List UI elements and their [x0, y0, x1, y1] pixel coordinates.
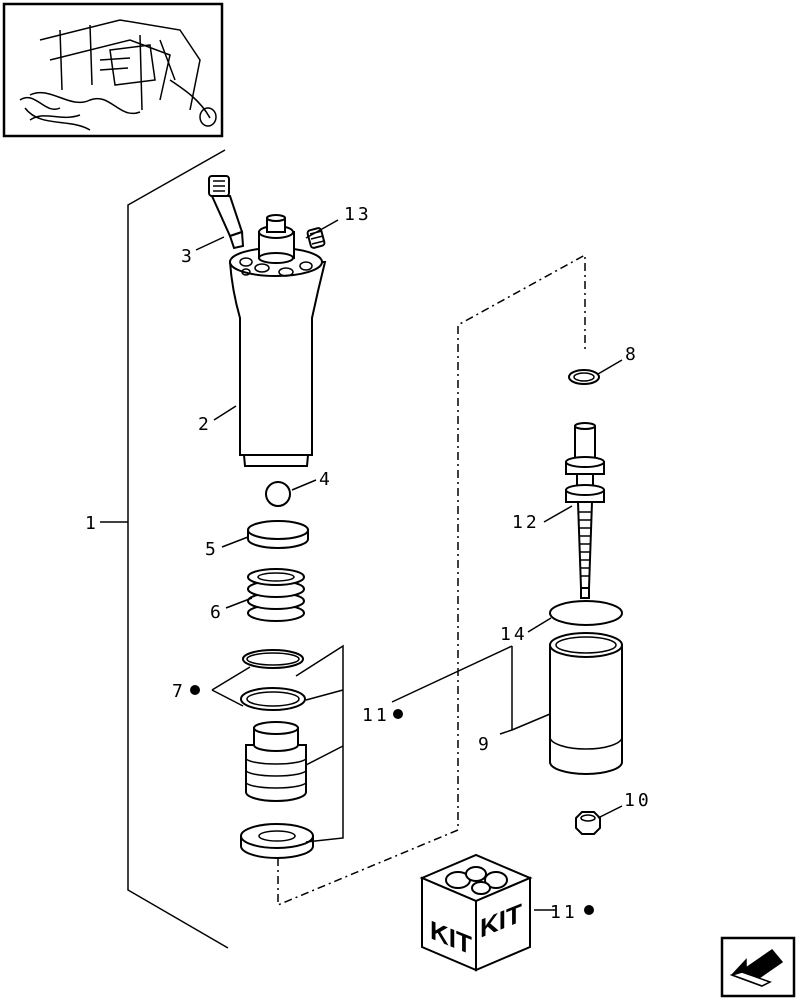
part-9-sleeve	[549, 632, 623, 775]
callout-7: 7	[172, 681, 186, 702]
kit-bullet-icon	[393, 709, 403, 719]
part-14-seal-ring	[549, 600, 623, 626]
part-4-ball	[265, 481, 291, 507]
kit-bullet-icon	[190, 685, 200, 695]
callout-3: 3	[181, 246, 195, 267]
part-2-cylinder-body	[228, 214, 327, 467]
part-washer	[240, 823, 314, 859]
callout-4: 4	[319, 469, 333, 490]
part-7-o-rings	[240, 649, 306, 711]
part-6-spring	[247, 568, 305, 622]
kit-box: KIT KIT	[419, 853, 533, 972]
callout-11-kit: 11	[550, 902, 578, 923]
callout-2: 2	[198, 414, 212, 435]
next-page-arrow-icon[interactable]	[720, 936, 796, 998]
callout-10: 10	[624, 790, 652, 811]
callout-1: 1	[85, 513, 99, 534]
callout-12: 12	[512, 512, 540, 533]
callout-9: 9	[478, 734, 492, 755]
callout-14: 14	[500, 624, 528, 645]
callout-13: 13	[344, 204, 372, 225]
part-13-fitting	[306, 227, 326, 249]
kit-bullet-icon	[584, 905, 594, 915]
part-8-ring	[568, 369, 600, 385]
part-12-valve-stem	[565, 422, 605, 599]
leader-lines	[195, 219, 623, 911]
location-thumbnail[interactable]	[2, 2, 224, 138]
callout-6: 6	[210, 602, 224, 623]
part-5-disc	[247, 520, 309, 549]
callout-8: 8	[625, 344, 639, 365]
part-10-nut	[575, 811, 601, 835]
part-3-bleed-screw	[208, 175, 245, 250]
callout-11: 11	[362, 705, 390, 726]
callout-5: 5	[205, 539, 219, 560]
part-piston	[245, 721, 307, 802]
